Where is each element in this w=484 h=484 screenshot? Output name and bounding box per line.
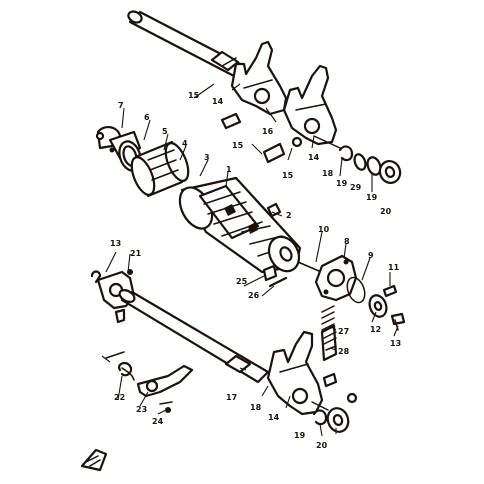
callout-20-top: 20 [380, 207, 392, 216]
callout-16: 16 [262, 127, 274, 136]
callout-14-top: 14 [212, 97, 224, 106]
callout-9: 9 [368, 251, 374, 260]
small-pin-25 [262, 264, 288, 288]
guide-pins [220, 112, 303, 164]
return-spring-lever [105, 351, 194, 413]
callout-12: 12 [370, 325, 381, 334]
shift-drum [178, 176, 302, 274]
callout-labels: 7 6 5 4 3 1 2 10 8 9 11 12 13 16 15 14 1… [110, 91, 401, 450]
callout-28: 28 [338, 347, 350, 356]
callout-18-top: 18 [322, 169, 334, 178]
callout-25: 25 [236, 277, 248, 286]
small-clip-icon [80, 448, 108, 472]
callout-29: 29 [350, 183, 362, 192]
callout-15-top: 15 [188, 91, 200, 100]
callout-18-low: 18 [250, 403, 262, 412]
callout-10: 10 [318, 225, 330, 234]
circlip-ring [346, 276, 366, 304]
callout-19-right: 19 [366, 193, 378, 202]
lower-shift-fork [266, 330, 338, 416]
callout-23: 23 [136, 405, 147, 414]
stopper-spring [320, 305, 338, 362]
callout-1: 1 [226, 165, 232, 174]
shift-drum-segment [297, 254, 358, 302]
callout-3: 3 [204, 153, 210, 162]
callout-4: 4 [182, 139, 188, 148]
callout-7: 7 [118, 101, 124, 110]
callout-14-mid: 14 [308, 153, 320, 162]
callout-26: 26 [248, 291, 260, 300]
callout-19-top: 19 [336, 179, 348, 188]
drum-pin [266, 202, 282, 218]
callout-11: 11 [388, 263, 400, 272]
upper-shift-fork-left [230, 40, 288, 116]
upper-shift-fork-right [282, 64, 338, 146]
callout-15-mid: 15 [232, 141, 244, 150]
small-bolts [382, 284, 406, 331]
stopper-washer [368, 294, 388, 318]
callout-24: 24 [152, 417, 164, 426]
callout-17: 17 [226, 393, 237, 402]
needle-bearing [130, 140, 190, 198]
callout-21: 21 [130, 249, 142, 258]
callout-6: 6 [144, 113, 150, 122]
callout-27: 27 [338, 327, 349, 336]
callout-19-low: 19 [294, 431, 306, 440]
upper-fork-shaft [127, 10, 246, 78]
callout-15-low: 15 [282, 171, 294, 180]
callout-5: 5 [162, 127, 168, 136]
upper-shaft-stub [313, 135, 402, 184]
callout-22: 22 [114, 393, 125, 402]
callout-20-low: 20 [316, 441, 328, 450]
lower-fork-shaft [118, 289, 270, 384]
callout-2: 2 [286, 211, 292, 220]
callout-13-left: 13 [110, 239, 121, 248]
lower-shaft-stub [311, 392, 358, 433]
callout-8: 8 [344, 237, 350, 246]
leader-lines [101, 83, 399, 437]
callout-14-low: 14 [268, 413, 280, 422]
callout-13-right: 13 [390, 339, 401, 348]
